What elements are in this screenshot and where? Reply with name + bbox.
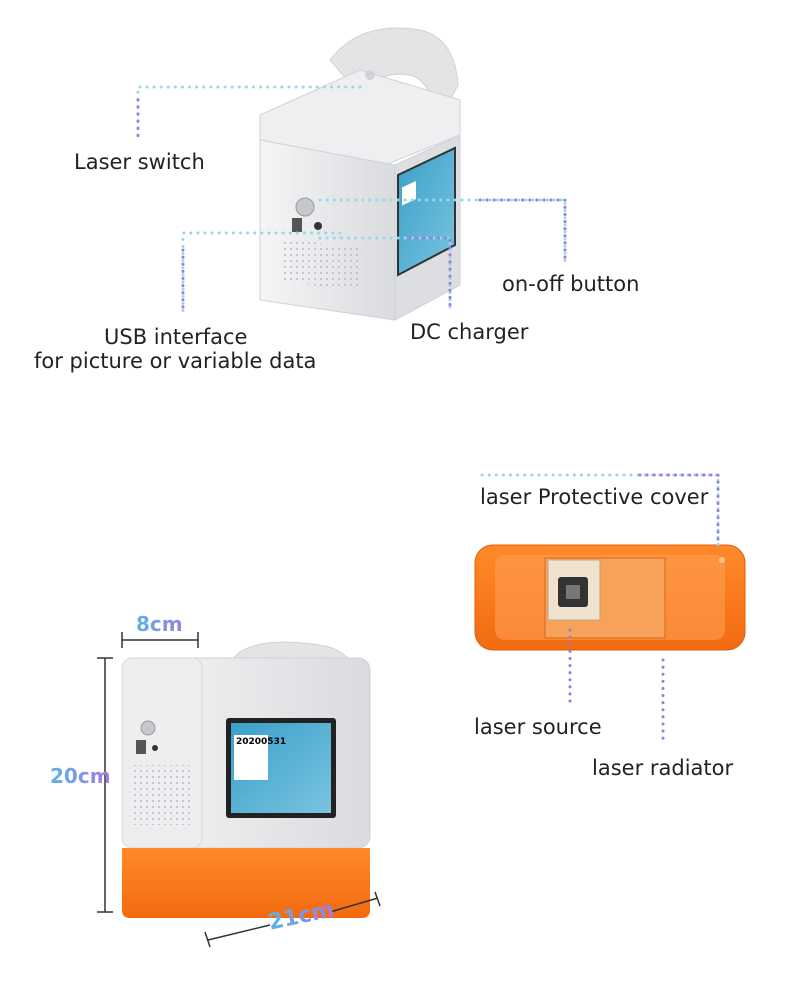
right-callout-lines [480, 473, 720, 742]
width-dimension-label: 8cm [136, 612, 183, 636]
on-off-button-label: on-off button [502, 272, 640, 296]
usb-interface-sublabel: for picture or variable data [34, 349, 317, 373]
screen-date-text: 20200531 [236, 737, 287, 747]
front-device-image [121, 641, 371, 918]
top-device-image [259, 27, 461, 321]
height-dimension-label: 20cm [50, 764, 111, 788]
laser-switch-label: Laser switch [74, 150, 205, 174]
usb-interface-label: USB interface [104, 325, 248, 349]
protective-cover-label: laser Protective cover [480, 485, 709, 509]
laser-radiator-label: laser radiator [592, 756, 734, 780]
laser-module-image [474, 544, 746, 651]
dc-charger-label: DC charger [410, 320, 529, 344]
dimension-lines [97, 632, 381, 948]
laser-source-label: laser source [474, 715, 602, 739]
top-callout-lines [136, 85, 567, 314]
